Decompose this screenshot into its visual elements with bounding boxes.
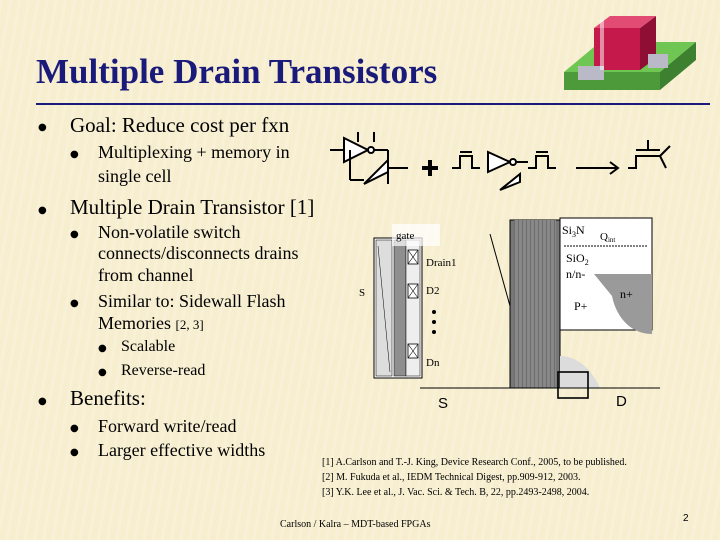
dn-label: Dn [426, 357, 440, 369]
title-divider [36, 103, 710, 105]
bullet-marker: ● [98, 367, 107, 378]
page-number: 2 [683, 513, 689, 524]
drain-d-label: D [616, 393, 627, 410]
bullet-marker: ● [70, 229, 79, 240]
qint-subscript: int [608, 236, 615, 244]
bullet-mdt: Multiple Drain Transistor [1] [70, 195, 315, 219]
qint-text: Q [600, 231, 608, 243]
bullet-marker: ● [38, 122, 47, 133]
circuit-equivalence-diagram [330, 132, 671, 191]
qint-label: Qint [600, 231, 615, 244]
n-plus-label: n+ [620, 287, 633, 301]
chip-logo-icon [564, 16, 696, 90]
bullet-marker: ● [38, 396, 47, 407]
bullet-mdt-sub1-cont: connects/disconnects drains [98, 243, 299, 263]
source-s-label: S [438, 395, 448, 412]
bullet-goal: Goal: Reduce cost per fxn [70, 113, 290, 137]
bullet-goal-sub: Multiplexing + memory in [98, 142, 290, 162]
reference-2: [2] M. Fukuda et al., IEDM Technical Dig… [322, 472, 581, 483]
si3n-text: Si [562, 223, 573, 237]
reference-1: [1] A.Carlson and T.-J. King, Device Res… [322, 457, 627, 468]
page-title: Multiple Drain Transistors [36, 52, 438, 91]
p-plus-label: P+ [574, 299, 588, 313]
si3n-label: Si3N [562, 223, 585, 239]
bullet-forward-write: Forward write/read [98, 416, 237, 436]
source-label: S [359, 287, 365, 299]
bullet-mdt-sub1-cont2: from channel [98, 265, 194, 285]
bullet-mdt-sub2: Similar to: Sidewall Flash [98, 291, 286, 311]
bullet-mdt-sub2-text: Memories [98, 313, 171, 333]
d2-label: D2 [426, 285, 439, 297]
si3n-tail: N [576, 223, 585, 237]
drain1-label: Drain1 [426, 257, 457, 269]
si3n-subscript: 3 [572, 230, 576, 239]
bullet-mdt-sub2-cite: [2, 3] [175, 317, 204, 332]
bullet-marker: ● [70, 149, 79, 160]
nn-label: n/n- [566, 267, 585, 281]
mdt-layout-diagram: gate S Drain1 D2 Dn [359, 224, 457, 379]
sio2-label: SiO2 [566, 251, 589, 267]
mdt-cross-section-diagram: Si3N Qint SiO2 n/n- P+ n+ S D [420, 217, 660, 412]
bullet-goal-sub-cont: single cell [98, 166, 172, 186]
bullet-benefits: Benefits: [70, 386, 146, 410]
reference-3: [3] Y.K. Lee et al., J. Vac. Sci. & Tech… [322, 487, 590, 498]
bullet-marker: ● [38, 205, 47, 216]
bullet-mdt-sub1: Non-volatile switch [98, 222, 241, 242]
sio2-text: SiO [566, 251, 585, 265]
sio2-subscript: 2 [585, 258, 589, 267]
bullet-marker: ● [70, 298, 79, 309]
bullet-scalable: Scalable [121, 338, 176, 355]
bullet-larger-widths: Larger effective widths [98, 440, 266, 460]
bullet-mdt-sub2-cont: Memories [2, 3] [98, 313, 204, 334]
bullet-marker: ● [98, 343, 107, 354]
bullet-reverse-read: Reverse-read [121, 362, 206, 379]
bullet-marker: ● [70, 423, 79, 434]
gate-label: gate [396, 230, 414, 242]
bullet-marker: ● [70, 447, 79, 458]
slide-footer: Carlson / Kalra – MDT-based FPGAs [280, 519, 431, 530]
